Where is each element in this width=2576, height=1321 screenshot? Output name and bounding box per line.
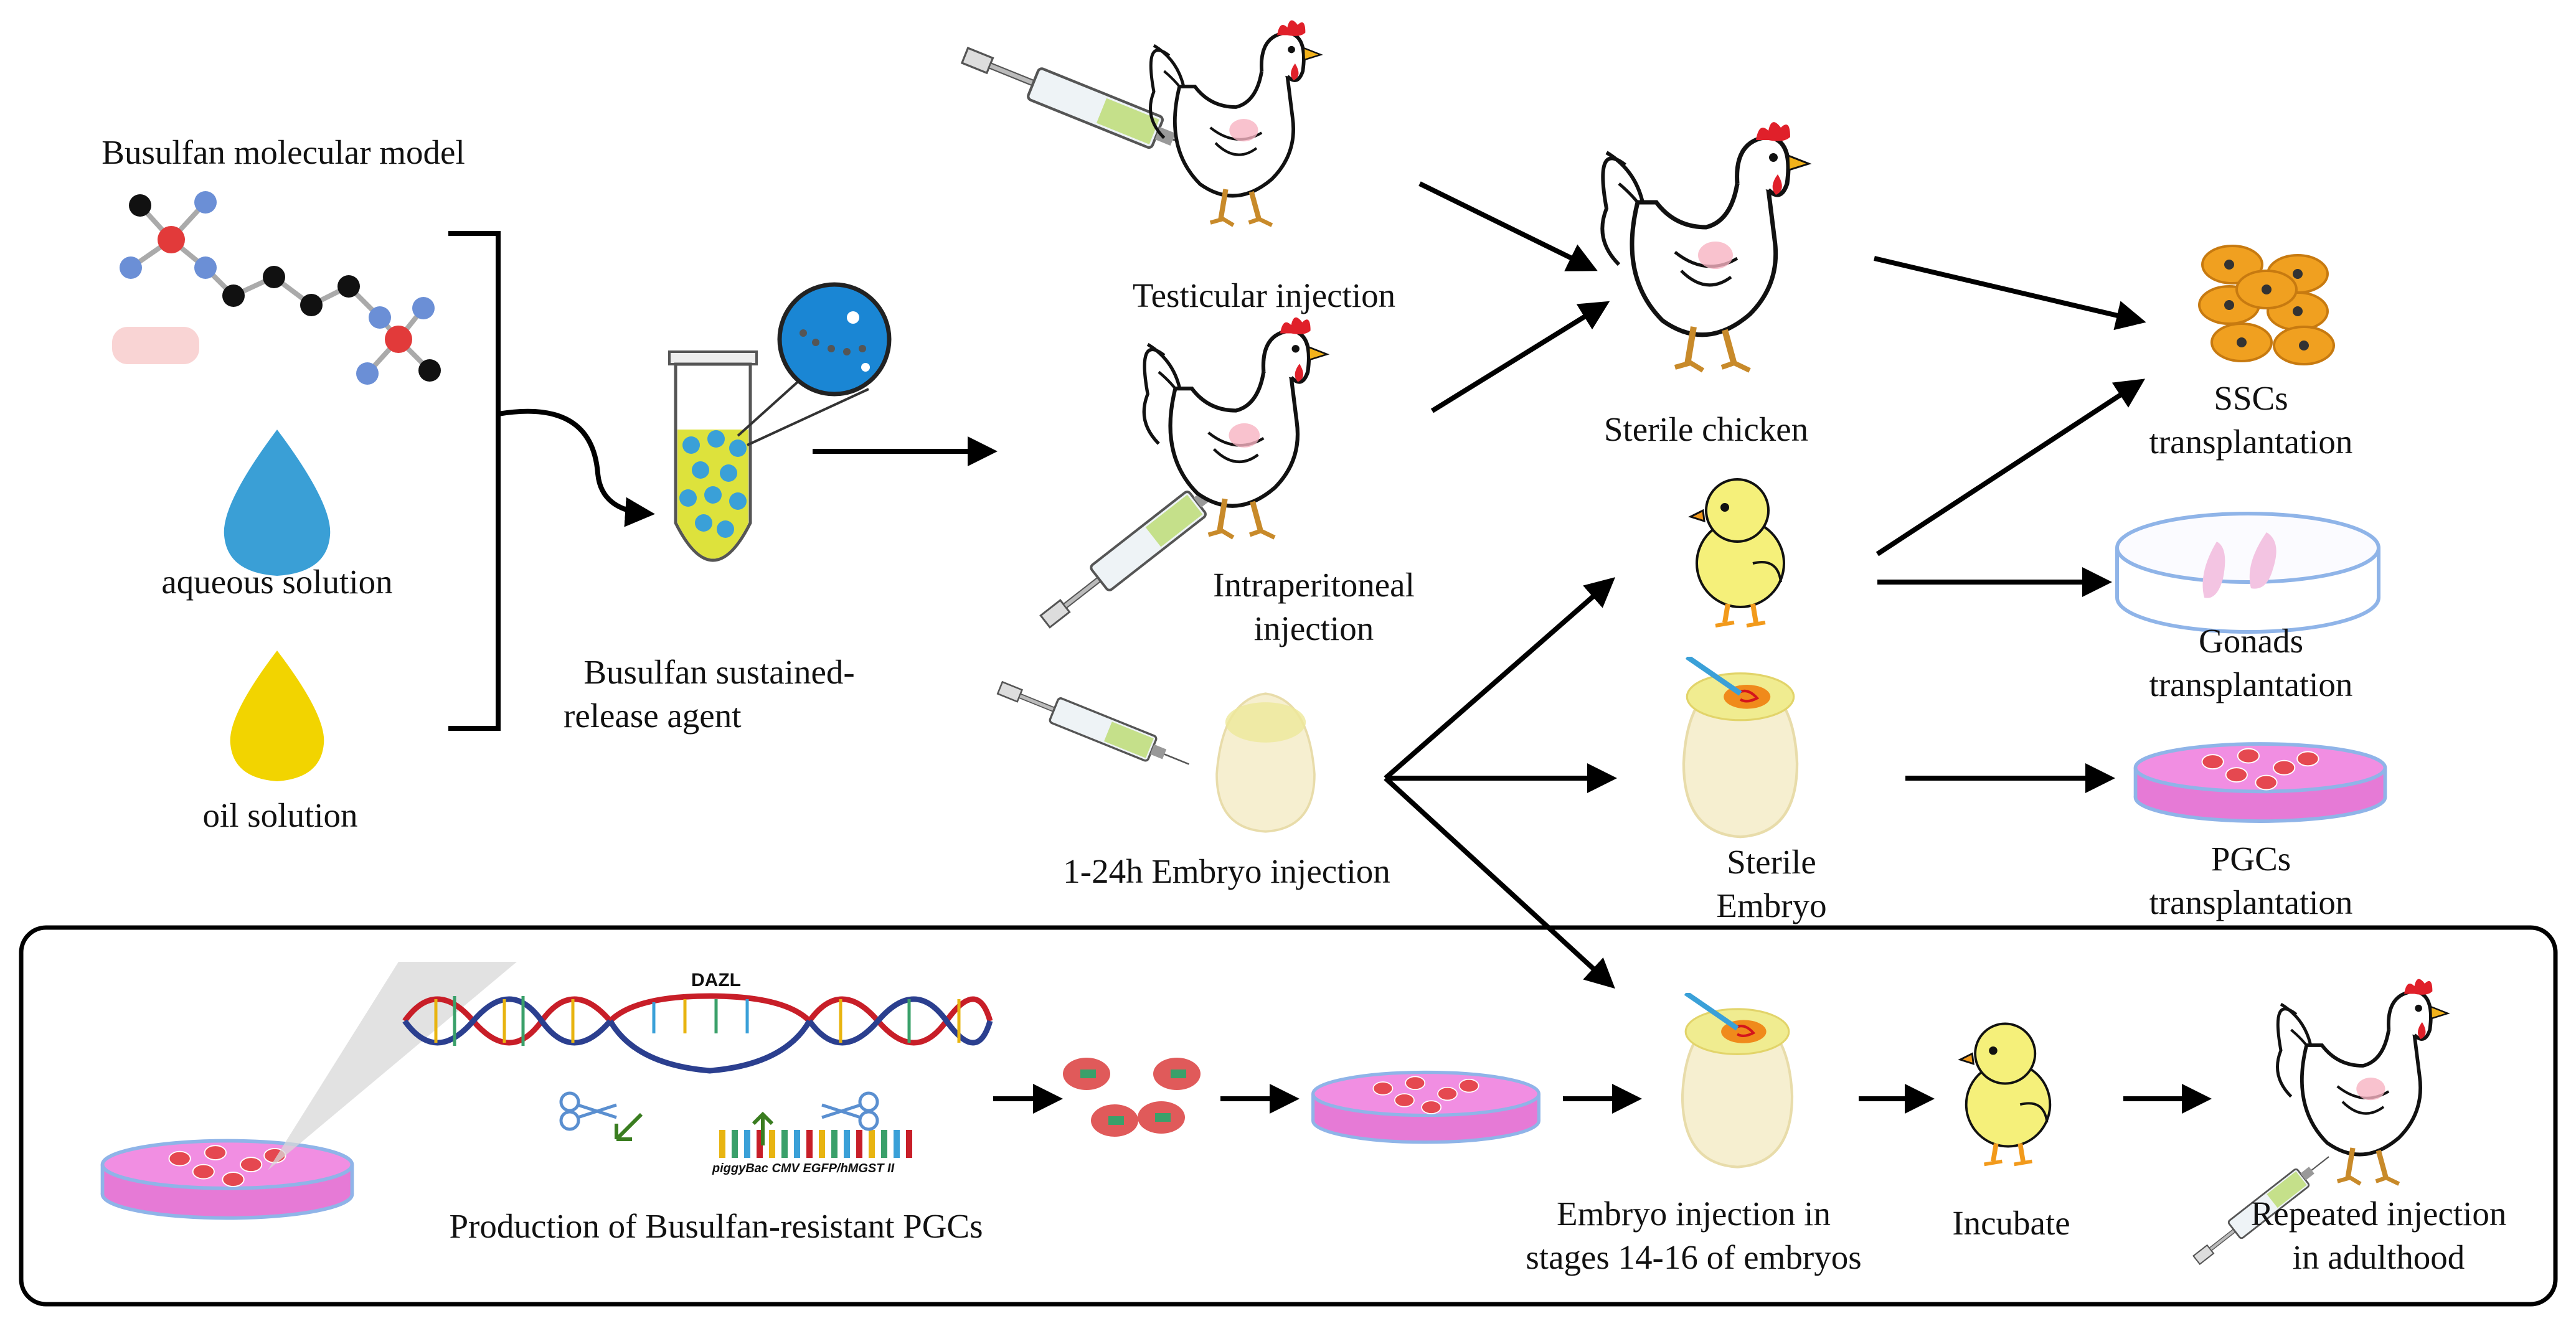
bracket [448, 231, 501, 731]
scissors-icon [559, 1091, 879, 1131]
arrow-embryo-to-stage-injection [1384, 776, 1615, 989]
label-embryo-injection: 1-24h Embryo injection [1063, 852, 1390, 890]
sterile-chicken-icon [1602, 122, 1809, 370]
label-testicular: Testicular injection [1132, 276, 1396, 314]
arrow-embryo-to-chick [1384, 577, 1616, 781]
chick-icon [1691, 479, 1784, 626]
label-aqueous: aqueous solution [161, 563, 393, 601]
label-incubate: Incubate [1952, 1204, 2070, 1242]
label-pgcs-line1: PGCs [2210, 840, 2291, 878]
source-dish-icon [103, 1141, 352, 1218]
ai-badge-icon [112, 327, 199, 364]
arrow-testicular-to-sterile [1418, 181, 1598, 271]
arrow-intraperitoneal-to-sterile [1430, 301, 1610, 413]
insertion-arrows [615, 1111, 774, 1145]
label-sscs-line2: transplantation [2149, 423, 2353, 461]
pgcs-dish-icon [2136, 744, 2385, 821]
resistant-pgcs-icon [1063, 1058, 1201, 1137]
water-drop-icon [224, 430, 331, 576]
arrow-sterile-to-sscs [1874, 256, 2146, 331]
incubate-chick-icon [1960, 1023, 2050, 1164]
label-sterile-embryo-line2: Embryo [1716, 886, 1827, 924]
label-stage-injection-line2: stages 14-16 of embryos [1526, 1238, 1862, 1276]
gonads-dish-icon [2115, 512, 2380, 634]
sterile-embryo-egg-icon [1684, 657, 1797, 837]
oil-drop-icon [230, 651, 324, 781]
label-construct: piggyBac CMV EGFP/hMGST II [712, 1162, 895, 1175]
label-oil: oil solution [202, 796, 358, 834]
label-gonads-line2: transplantation [2149, 665, 2353, 703]
label-production: Production of Busulfan-resistant PGCs [449, 1207, 983, 1245]
label-repeated-line1: Repeated injection [2250, 1195, 2507, 1233]
label-stage-injection-line1: Embryo injection in [1557, 1195, 1831, 1233]
pgcs-culture-dish-icon [1313, 1073, 1539, 1142]
label-repeated-line2: in adulthood [2292, 1238, 2465, 1276]
label-agent-line1: Busulfan sustained- [583, 653, 855, 691]
stage-injection-egg-icon [1682, 993, 1792, 1167]
arrow-chick-to-sscs [1875, 378, 2146, 557]
label-intraperitoneal-line2: injection [1253, 609, 1374, 647]
label-sterile-embryo-line1: Sterile [1727, 843, 1816, 881]
embryo-egg-icon [1215, 692, 1316, 833]
magnifier-cone [268, 962, 517, 1170]
flow-arrows [993, 181, 2212, 1114]
construct-bars-icon [719, 1130, 912, 1158]
dna-icon [402, 993, 993, 1074]
sscs-cells-icon [2198, 245, 2335, 365]
sustained-release-tube-icon [668, 282, 892, 562]
label-sscs-line1: SSCs [2214, 379, 2288, 417]
label-agent-line2: release agent [564, 697, 742, 735]
adult-chicken-icon [2278, 979, 2448, 1184]
embryo-syringe-icon [994, 674, 1196, 778]
label-gonads-line1: Gonads [2198, 622, 2304, 660]
label-intraperitoneal-line1: Intraperitoneal [1213, 566, 1415, 604]
label-pgcs-line2: transplantation [2149, 883, 2353, 921]
bottom-panel-frame [19, 925, 2558, 1307]
label-sterile-chicken: Sterile chicken [1603, 410, 1809, 448]
testicular-syringe-icon [959, 40, 1210, 167]
testicular-chicken-icon [1151, 21, 1321, 225]
label-molecule: Busulfan molecular model [101, 133, 465, 171]
busulfan-molecule-icon [120, 191, 441, 385]
label-dazl: DAZL [691, 970, 741, 990]
arrow-to-tube [498, 408, 655, 527]
